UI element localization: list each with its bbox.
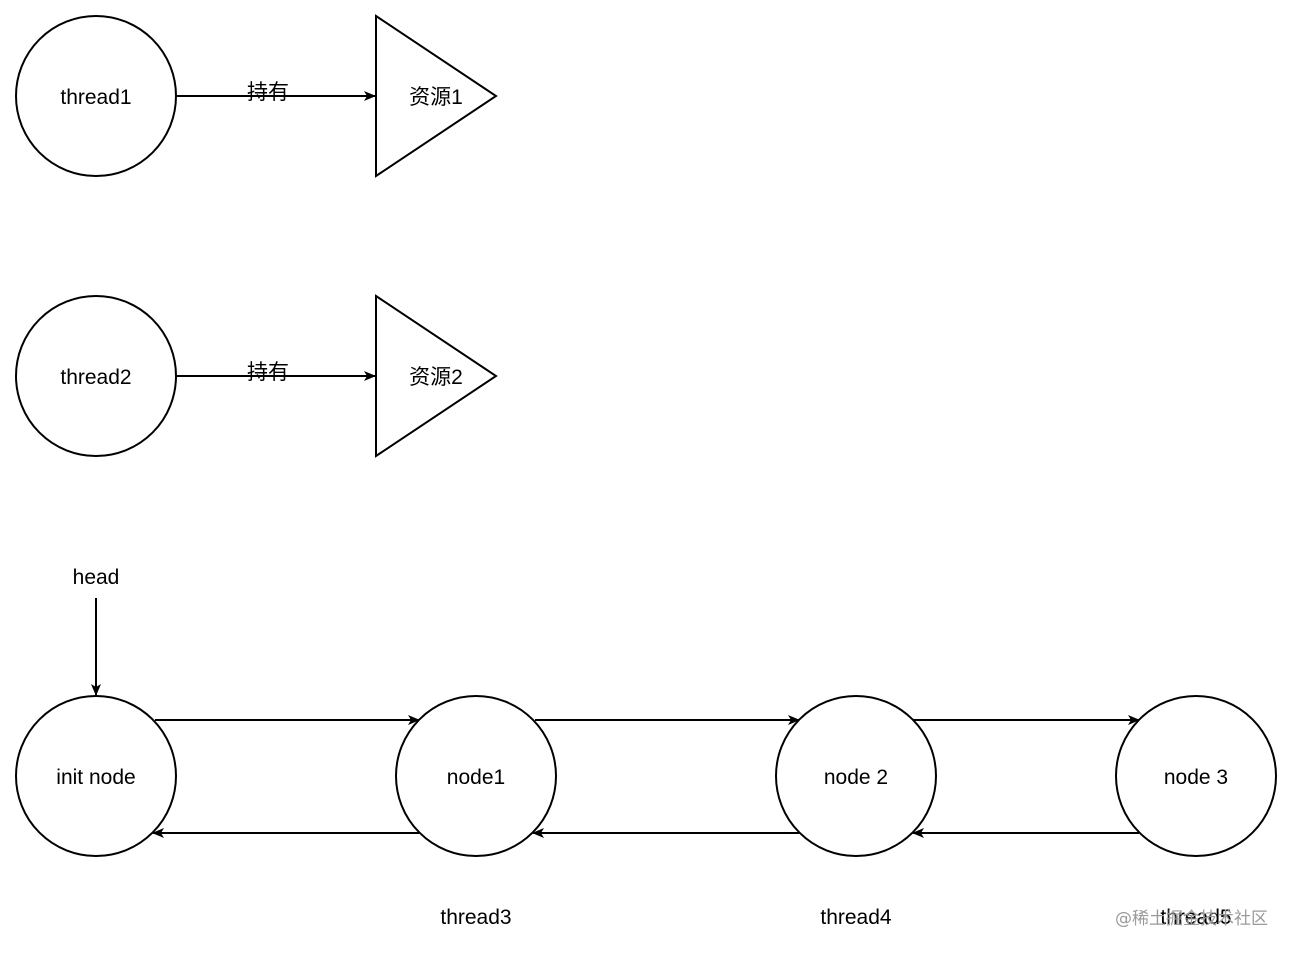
- head-label: head: [73, 566, 120, 589]
- thread4-label: thread4: [820, 906, 892, 929]
- hold-row-2: thread2 持有 资源2: [15, 294, 498, 458]
- thread2-label: thread2: [60, 366, 131, 389]
- node1-label: node1: [447, 766, 505, 789]
- hold-row-1: thread1 持有 资源1: [15, 14, 498, 178]
- resource2-label: 资源2: [409, 366, 463, 389]
- node3-label: node 3: [1164, 766, 1228, 789]
- node2-label: node 2: [824, 766, 888, 789]
- queue-nodes: init node node1 node 2 node 3: [15, 695, 1277, 857]
- thread5-label: thread5: [1160, 906, 1231, 929]
- node3: [1115, 695, 1277, 857]
- node2: [775, 695, 937, 857]
- init-node: [15, 695, 177, 857]
- hold-label-1: 持有: [247, 81, 289, 104]
- init-node-label: init node: [56, 766, 135, 789]
- hold-label-2: 持有: [247, 361, 289, 384]
- resource1-triangle: [375, 14, 498, 178]
- watermark: @稀土掘金技术社区: [1115, 909, 1268, 929]
- node1: [395, 695, 557, 857]
- resource2-triangle: [375, 294, 498, 458]
- thread1-label: thread1: [60, 86, 131, 109]
- queue-head: head: [73, 566, 120, 696]
- thread-labels: thread3 thread4 thread5: [440, 906, 1231, 929]
- resource1-label: 资源1: [409, 86, 463, 109]
- thread3-label: thread3: [440, 906, 511, 929]
